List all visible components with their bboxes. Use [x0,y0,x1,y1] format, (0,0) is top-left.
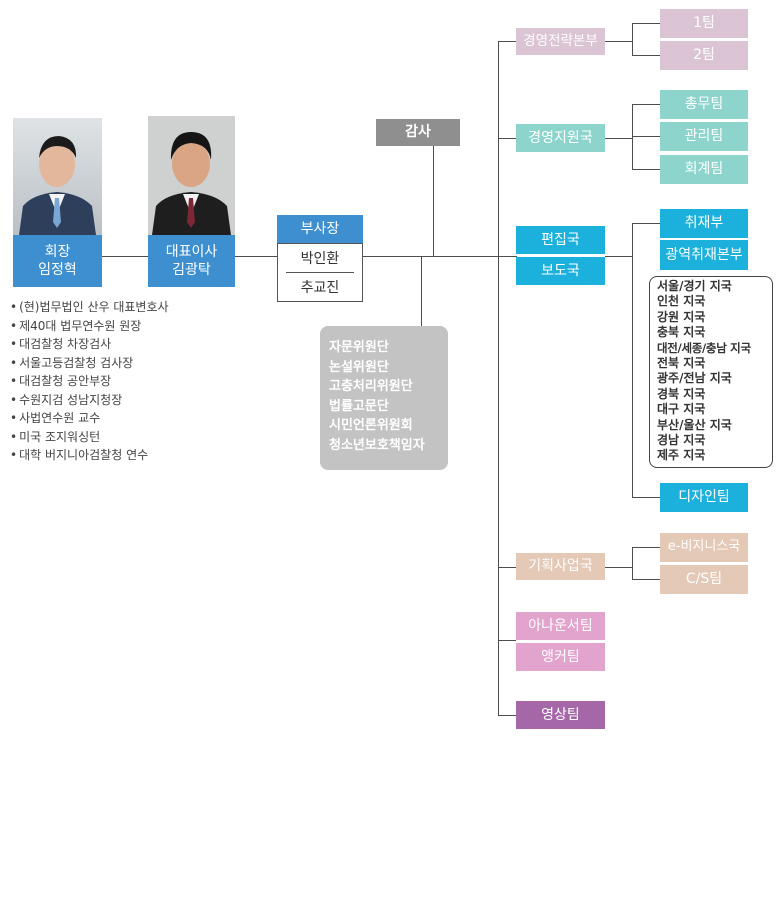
connector-trunk [498,41,499,715]
connector-editorial-out [605,256,633,257]
team-reporting: 취재부 [660,209,748,238]
audit-box: 감사 [376,119,460,146]
chairman-title: 회장 [44,243,71,260]
bio-item: 미국 조지워싱턴 [10,428,169,447]
team-strategy-1: 1팀 [660,9,748,38]
bureau-item: 대구 지국 [657,402,706,417]
connector-planning [498,567,516,568]
connector-planning-vertical [632,547,633,580]
team-announcer: 아나운서팀 [516,612,605,640]
connector-accounting [632,169,660,170]
bio-item: 수원지검 성남지청장 [10,391,169,410]
dept-strategy: 경영전략본부 [516,28,605,55]
dept-news: 보도국 [516,257,605,285]
bio-item: (현)법무법인 산우 대표변호사 [10,298,168,317]
chairman-name: 임정혁 [38,262,77,278]
ceo-photo [148,116,235,235]
ceo-name: 김광탁 [172,262,211,278]
dept-support: 경영지원국 [516,124,605,152]
bio-item: 대검찰청 차장검사 [10,335,169,354]
committee-item: 법률고문단 [329,398,389,414]
bio-item: 서울고등검찰청 검사장 [10,354,169,373]
team-regional: 광역취재본부 [660,240,748,270]
connector-audit [433,146,434,256]
connector-committee [421,256,422,326]
committee-item: 자문위원단 [329,340,389,355]
connector-support-vertical [632,104,633,170]
ceo-box: 대표이사 김광탁 [148,235,235,287]
bio-item: 사법연수원 교수 [10,409,169,428]
connector-management [632,136,660,137]
team-design: 디자인팀 [660,483,748,512]
bureau-item: 광주/전남 지국 [657,371,732,386]
connector-video [498,715,516,716]
team-anchor: 앵커팀 [516,643,605,671]
connector-planning-out [605,567,633,568]
bio-item: 대학 버지니아검찰청 연수 [10,446,169,465]
connector-general-affairs [632,104,660,105]
bureau-item: 경북 지국 [657,386,706,401]
bureau-list: 서울/경기 지국 인천 지국 강원 지국 충북 지국 대전/세종/충남 지국 전… [649,276,773,468]
committee-item: 논설위원단 [329,359,389,375]
bio-item: 제40대 법무연수원 원장 [10,317,169,336]
connector-ebusiness [632,547,660,548]
vice-president-divider [286,272,354,273]
connector-design [632,497,660,498]
chairman-box: 회장 임정혁 [13,235,102,287]
chairman-photo [13,118,102,235]
vice-president-names: 박인환 추교진 [277,243,363,302]
connector-strategy-out [605,41,633,42]
connector-support-out [605,138,633,139]
vice-president-name-2: 추교진 [300,279,340,296]
bureau-item: 부산/울산 지국 [657,417,732,432]
bureau-item: 인천 지국 [657,294,706,309]
bio-item: 대검찰청 공안부장 [10,372,169,391]
connector-main-horizontal [363,256,517,257]
connector-strategy-vertical [632,23,633,56]
team-strategy-2: 2팀 [660,41,748,70]
team-accounting: 회계팀 [660,155,748,184]
bureau-item: 제주 지국 [657,448,706,463]
team-cs: C/S팀 [660,565,748,594]
committee-item: 시민언론위원회 [329,418,413,433]
team-general-affairs: 총무팀 [660,90,748,119]
vice-president-name-1: 박인환 [300,251,340,267]
connector-team2 [632,55,660,56]
connector-chairman-ceo [102,256,148,257]
team-ebusiness: e-비지니스국 [660,533,748,562]
bureau-item: 서울/경기 지국 [657,279,732,293]
chairman-bio-list: (현)법무법인 산우 대표변호사 제40대 법무연수원 원장 대검찰청 차장검사… [10,298,169,465]
vice-president-box: 부사장 [277,215,363,243]
committee-item: 청소년보호책임자 [329,437,425,453]
connector-reporting [632,223,660,224]
team-video: 영상팀 [516,701,605,729]
dept-editorial: 편집국 [516,226,605,254]
bureau-item: 경남 지국 [657,433,706,448]
committee-panel: 자문위원단 논설위원단 고충처리위원단 법률고문단 시민언론위원회 청소년보호책… [320,326,448,470]
ceo-title: 대표이사 [165,243,218,260]
connector-announcer [498,640,516,641]
connector-editorial-vertical [632,223,633,498]
connector-support [498,138,516,139]
connector-team1 [632,23,660,24]
bureau-item: 전북 지국 [657,356,706,371]
connector-strategy [498,41,516,42]
dept-planning: 기획사업국 [516,553,605,580]
team-management: 관리팀 [660,122,748,151]
bureau-item: 대전/세종/충남 지국 [657,340,751,355]
connector-cs [632,579,660,580]
bureau-item: 충북 지국 [657,325,706,340]
committee-item: 고충처리위원단 [329,379,413,394]
connector-ceo-vp [235,256,277,257]
bureau-item: 강원 지국 [657,309,706,324]
